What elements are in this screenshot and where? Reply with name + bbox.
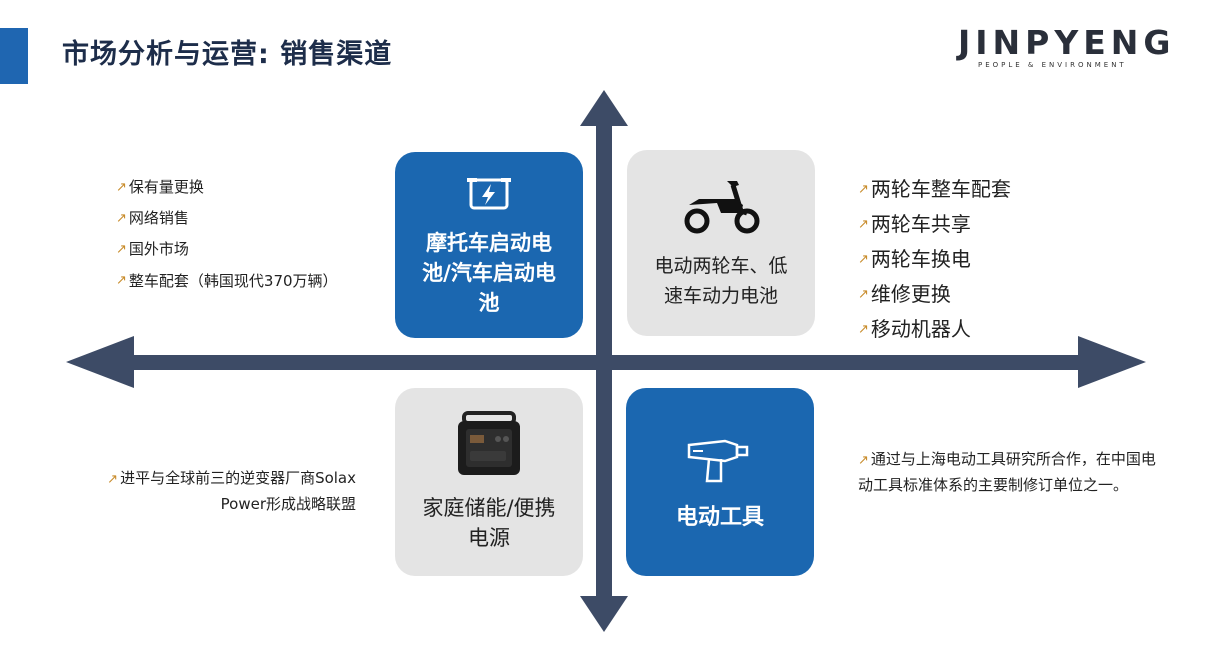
tick-icon: ↗ <box>116 180 127 195</box>
horizontal-axis <box>120 355 1080 370</box>
list-item: ↗移动机器人 <box>858 312 1011 347</box>
scooter-icon <box>681 175 761 239</box>
title-accent-bar <box>0 28 28 84</box>
logo-wordmark: JINPYENG <box>958 23 1176 62</box>
tick-icon: ↗ <box>116 273 127 288</box>
logo-tagline: PEOPLE & ENVIRONMENT <box>978 61 1127 69</box>
quadrant-e-bike-battery: 电动两轮车、低速车动力电池 <box>627 150 815 336</box>
tick-icon: ↗ <box>858 217 869 232</box>
tick-icon: ↗ <box>116 211 127 226</box>
channels-list-left: ↗保有量更换 ↗网络销售 ↗国外市场 ↗整车配套（韩国现代370万辆） <box>116 172 366 293</box>
list-item: ↗国外市场 <box>116 234 366 265</box>
list-item: ↗网络销售 <box>116 203 366 234</box>
list-item: ↗两轮车换电 <box>858 242 1011 277</box>
list-item: ↗维修更换 <box>858 277 1011 312</box>
page-title: 市场分析与运营: 销售渠道 <box>62 39 393 70</box>
power-station-icon <box>454 411 524 481</box>
list-item: ↗保有量更换 <box>116 172 366 203</box>
quadrant-label: 电动工具 <box>675 505 764 530</box>
right-arrowhead <box>1078 336 1146 388</box>
tick-icon: ↗ <box>858 453 869 468</box>
list-item: ↗两轮车共享 <box>858 207 1011 242</box>
tick-icon: ↗ <box>858 287 869 302</box>
power-drill-icon <box>685 431 755 491</box>
note-power-tools: ↗通过与上海电动工具研究所合作，在中国电动工具标准体系的主要制修订单位之一。 <box>858 450 1156 494</box>
tick-icon: ↗ <box>858 252 869 267</box>
up-arrowhead <box>580 90 628 126</box>
list-item: ↗两轮车整车配套 <box>858 172 1011 207</box>
quadrant-label: 电动两轮车、低速车动力电池 <box>654 255 788 307</box>
battery-icon <box>465 172 513 216</box>
tick-icon: ↗ <box>858 322 869 337</box>
tick-icon: ↗ <box>116 242 127 257</box>
left-arrowhead <box>66 336 134 388</box>
company-logo: JINPYENG PEOPLE & ENVIRONMENT <box>958 26 1178 76</box>
note-home-storage: ↗进平与全球前三的逆变器厂商Solax Power形成战略联盟 <box>107 469 356 513</box>
quadrant-label: 家庭储能/便携电源 <box>422 496 556 550</box>
down-arrowhead <box>580 596 628 632</box>
channels-list-right: ↗两轮车整车配套 ↗两轮车共享 ↗两轮车换电 ↗维修更换 ↗移动机器人 <box>858 172 1011 347</box>
quadrant-motorcycle-battery: 摩托车启动电池/汽车启动电池 <box>395 152 583 338</box>
quadrant-home-storage: 家庭储能/便携电源 <box>395 388 583 576</box>
tick-icon: ↗ <box>107 472 119 487</box>
list-item: ↗整车配套（韩国现代370万辆） <box>116 269 366 293</box>
tick-icon: ↗ <box>858 182 869 197</box>
quadrant-power-tools: 电动工具 <box>626 388 814 576</box>
quadrant-label: 摩托车启动电池/汽车启动电池 <box>422 231 556 315</box>
